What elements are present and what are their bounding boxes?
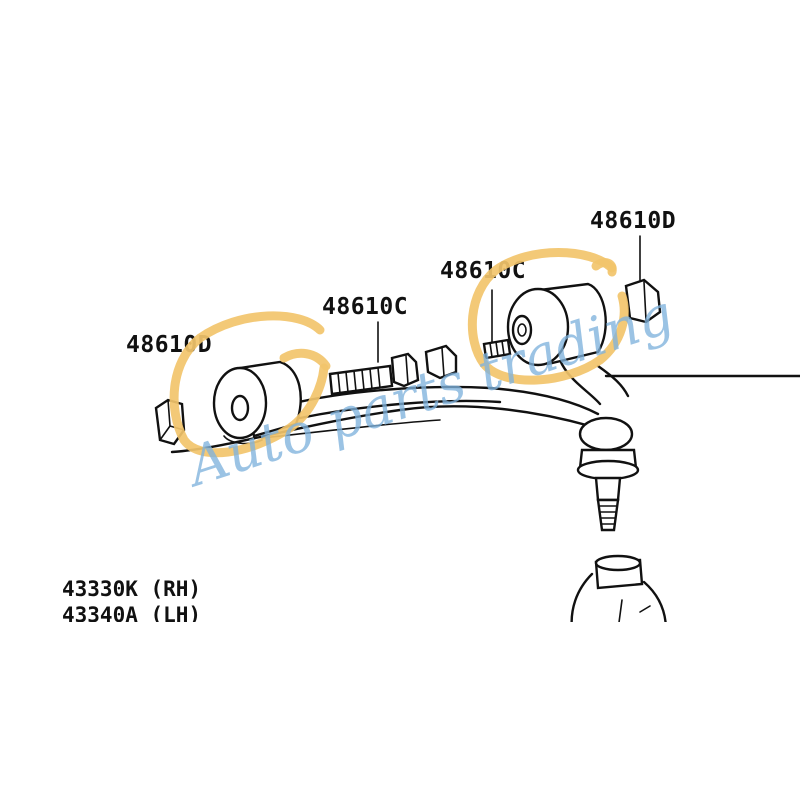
highlight-circles bbox=[169, 248, 629, 458]
right-bushing bbox=[506, 282, 607, 367]
label-bolt-left: 48610C bbox=[322, 294, 408, 320]
upper-control-arm bbox=[170, 358, 800, 454]
label-nut-right: 48610D bbox=[590, 208, 676, 234]
right-highlight-tick bbox=[591, 258, 617, 277]
assembly-number-lh: 43340A (LH) bbox=[62, 603, 201, 627]
right-nut bbox=[624, 235, 662, 324]
right-bolt bbox=[482, 289, 512, 360]
left-bushing bbox=[212, 360, 302, 445]
ball-joint-boot bbox=[570, 554, 667, 622]
left-bolt bbox=[328, 321, 420, 396]
left-highlight-circle bbox=[169, 311, 329, 458]
right-highlight-circle bbox=[467, 248, 629, 385]
ball-joint bbox=[576, 416, 640, 532]
washer bbox=[424, 344, 458, 380]
left-highlight-tick bbox=[279, 348, 331, 371]
assembly-number-rh: 43330K (RH) bbox=[62, 577, 201, 601]
